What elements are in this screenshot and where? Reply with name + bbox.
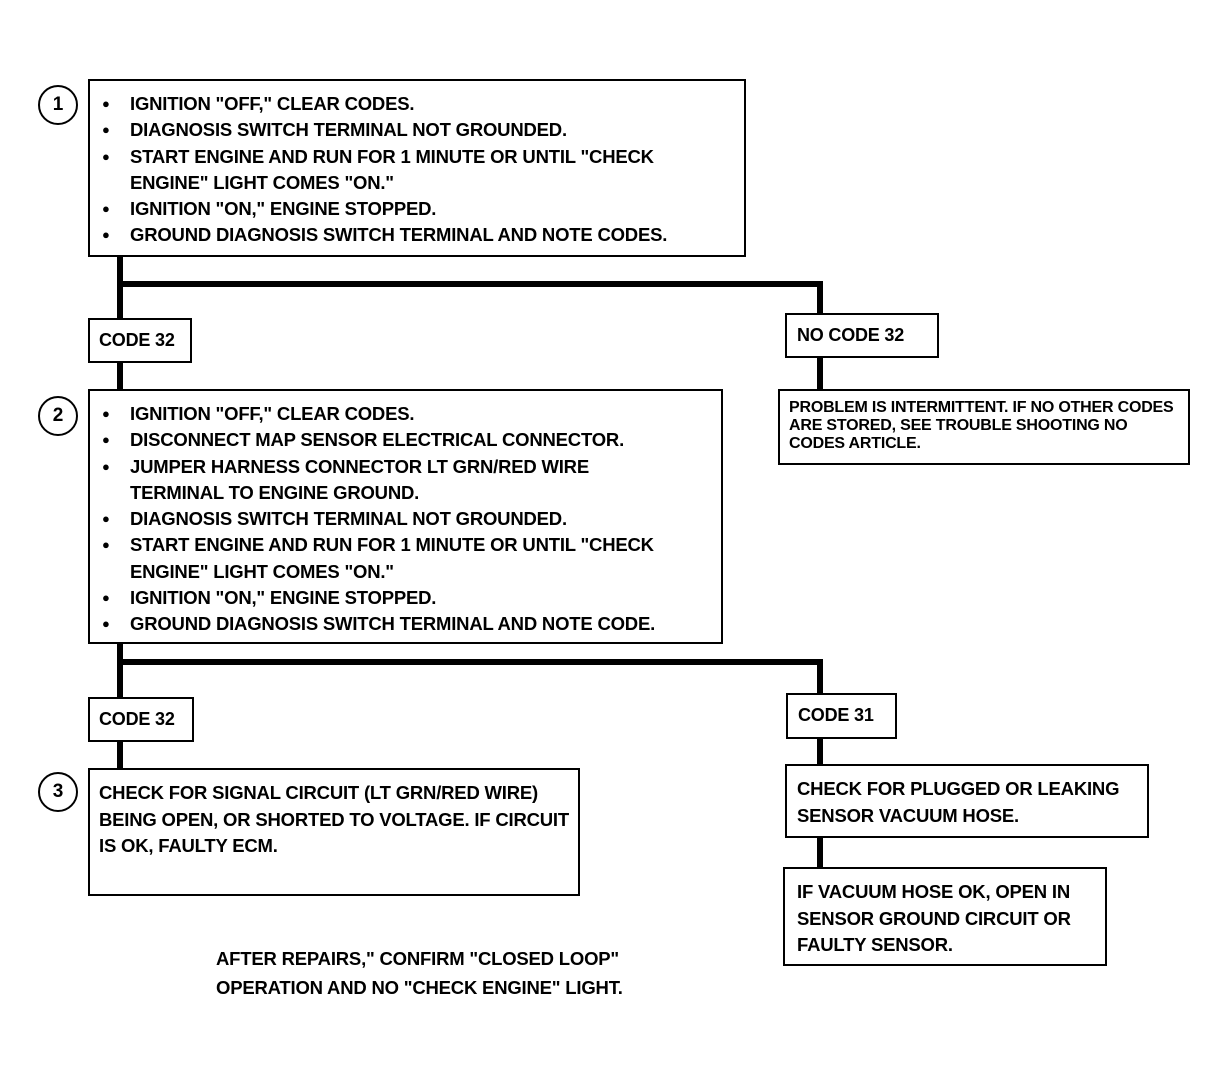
connector-no-code-to-result <box>817 356 823 390</box>
step1-item: GROUND DIAGNOSIS SWITCH TERMINAL AND NOT… <box>100 222 736 249</box>
step-number-1: 1 <box>38 85 78 125</box>
step-number-2: 2 <box>38 396 78 436</box>
no-code-32-box: NO CODE 32 <box>785 313 939 358</box>
code-31-check-text: CHECK FOR PLUGGED OR LEAKING SENSOR VACU… <box>797 778 1120 826</box>
step2-item: DISCONNECT MAP SENSOR ELECTRICAL CONNECT… <box>100 427 713 454</box>
after-repairs-line2: OPERATION AND NO "CHECK ENGINE" LIGHT. <box>216 977 623 998</box>
connector-branch1-horizontal <box>117 281 823 287</box>
code-32-result-box: CODE 32 <box>88 697 194 742</box>
step-number-3: 3 <box>38 772 78 812</box>
intermittent-result-text: PROBLEM IS INTERMITTENT. IF NO OTHER COD… <box>789 399 1174 452</box>
step1-box: IGNITION "OFF," CLEAR CODES. DIAGNOSIS S… <box>88 79 746 257</box>
after-repairs-note: AFTER REPAIRS," CONFIRM "CLOSED LOOP" OP… <box>216 944 736 1002</box>
code-32-result-label: CODE 32 <box>99 709 175 729</box>
step3-box: CHECK FOR SIGNAL CIRCUIT (LT GRN/RED WIR… <box>88 768 580 896</box>
connector-to-no-code-32 <box>817 281 823 314</box>
step1-list: IGNITION "OFF," CLEAR CODES. DIAGNOSIS S… <box>100 91 736 249</box>
step2-item: JUMPER HARNESS CONNECTOR LT GRN/RED WIRE… <box>100 454 713 507</box>
code-31-check-box: CHECK FOR PLUGGED OR LEAKING SENSOR VACU… <box>785 764 1149 838</box>
step2-item: GROUND DIAGNOSIS SWITCH TERMINAL AND NOT… <box>100 611 713 638</box>
connector-code32-to-step3 <box>117 740 123 769</box>
step3-text: CHECK FOR SIGNAL CIRCUIT (LT GRN/RED WIR… <box>99 782 569 856</box>
step2-list: IGNITION "OFF," CLEAR CODES. DISCONNECT … <box>100 401 713 638</box>
code-31-result-text: IF VACUUM HOSE OK, OPEN IN SENSOR GROUND… <box>797 881 1071 955</box>
step2-item: IGNITION "ON," ENGINE STOPPED. <box>100 585 713 612</box>
connector-check-to-result <box>817 837 823 868</box>
no-code-32-label: NO CODE 32 <box>797 325 905 345</box>
step2-item: DIAGNOSIS SWITCH TERMINAL NOT GROUNDED. <box>100 506 713 533</box>
intermittent-result-box: PROBLEM IS INTERMITTENT. IF NO OTHER COD… <box>778 389 1190 465</box>
connector-step2-down <box>117 642 123 698</box>
step1-item: DIAGNOSIS SWITCH TERMINAL NOT GROUNDED. <box>100 117 736 144</box>
connector-branch2-horizontal <box>117 659 823 665</box>
after-repairs-line1: AFTER REPAIRS," CONFIRM "CLOSED LOOP" <box>216 948 619 969</box>
code-31-result-box: IF VACUUM HOSE OK, OPEN IN SENSOR GROUND… <box>783 867 1107 966</box>
step1-item: IGNITION "OFF," CLEAR CODES. <box>100 91 736 118</box>
code-31-label: CODE 31 <box>798 705 874 725</box>
connector-to-code-31 <box>817 659 823 694</box>
code-32-box: CODE 32 <box>88 318 192 363</box>
step1-item: IGNITION "ON," ENGINE STOPPED. <box>100 196 736 223</box>
connector-code32-to-step2 <box>117 361 123 390</box>
step1-item: START ENGINE AND RUN FOR 1 MINUTE OR UNT… <box>100 144 736 197</box>
step2-item: START ENGINE AND RUN FOR 1 MINUTE OR UNT… <box>100 532 713 585</box>
step2-box: IGNITION "OFF," CLEAR CODES. DISCONNECT … <box>88 389 723 644</box>
code-32-label: CODE 32 <box>99 330 175 350</box>
connector-code31-to-check <box>817 738 823 765</box>
code-31-box: CODE 31 <box>786 693 897 739</box>
step2-item: IGNITION "OFF," CLEAR CODES. <box>100 401 713 428</box>
